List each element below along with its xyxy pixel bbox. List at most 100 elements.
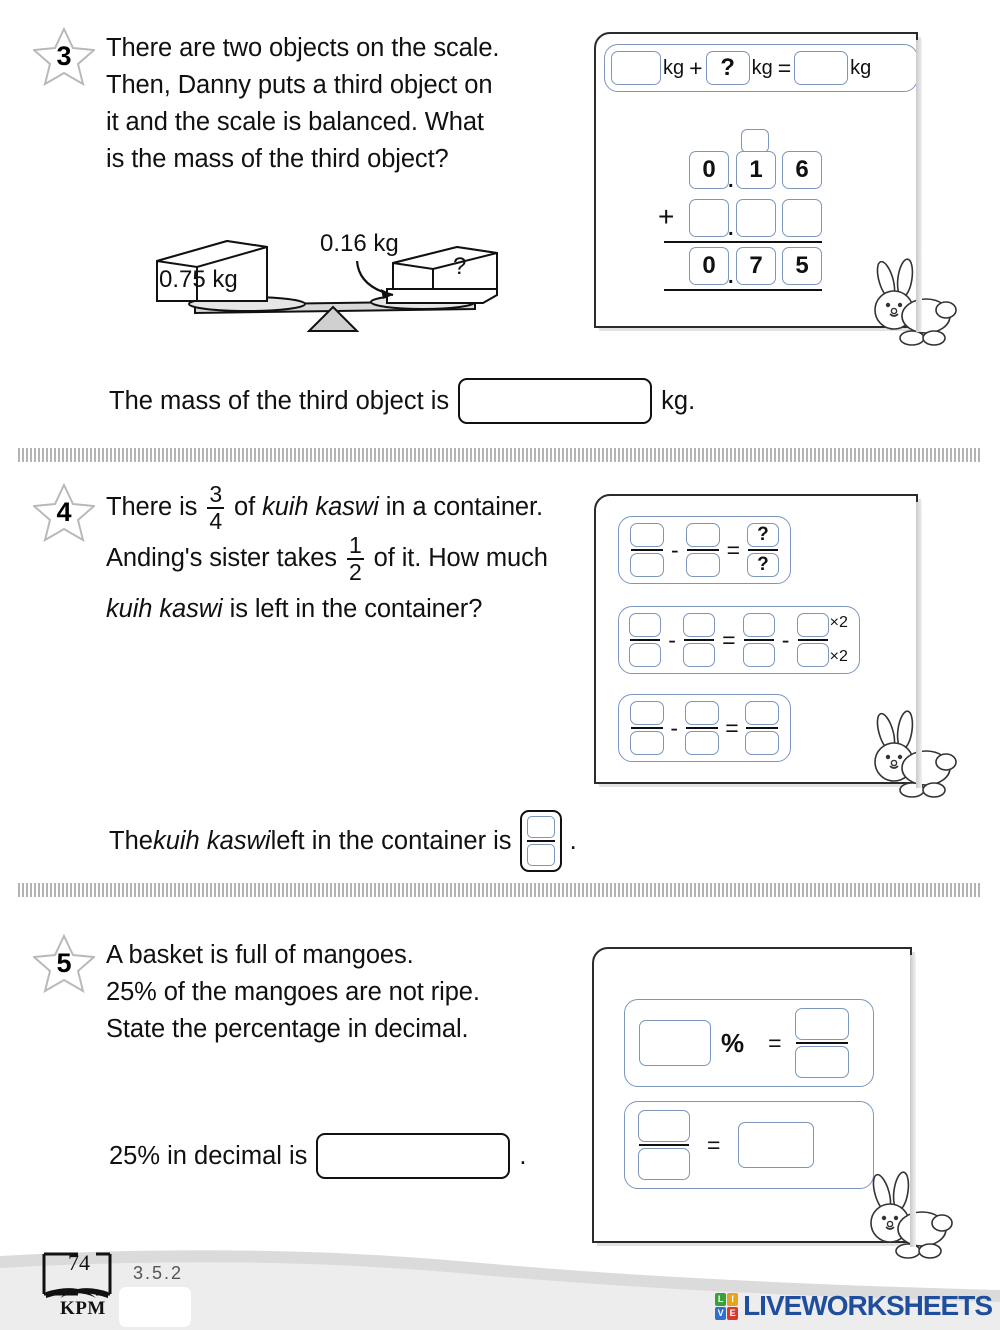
q4-r2-f1-denominator[interactable] [629,643,662,668]
q5-r1-numerator-input[interactable] [794,1007,849,1040]
question-4-answer-sentence: The kuih kaswi left in the container is … [109,810,577,873]
question-3-prompt-line-3: it and the scale is balanced. What [106,108,484,136]
q5-percent-sign: % [721,1027,745,1058]
q3-addend1-digit-tenths[interactable]: 1 [736,151,776,189]
q4-r1-result-numerator[interactable]: ? [746,522,779,547]
q3-addend1-digit-hundredths[interactable]: 6 [782,151,822,189]
q4-r3-result-numerator[interactable] [745,700,780,725]
question-5-answer-input[interactable] [316,1133,511,1179]
question-3-panel: kg + ? kg = kg 0 . 1 6 + . [594,32,957,346]
q4-r3-f1-denominator[interactable] [629,731,664,756]
q4-r2-multiplier-group: ×2 ×2 [830,614,848,666]
logo-square-e: E [727,1306,739,1320]
q4-r1-result-bar [747,548,778,552]
liveworksheets-logo-squares: L I V E [715,1292,739,1320]
q4-r3-f2-numerator[interactable] [684,700,719,725]
question-5-block: 5 A basket is full of mangoes. 25% of th… [0,905,1000,1259]
q4-answer-prefix-b: left in the container is [270,827,512,856]
q4-r1-result-denominator[interactable]: ? [746,553,779,578]
q3-eq-box-2[interactable]: ? [705,51,750,85]
q3-addend2-digit-ones[interactable] [689,199,729,237]
q4-r3-f2-denominator[interactable] [684,731,719,756]
q3-sum-digit-ones[interactable]: 0 [689,247,729,285]
liveworksheets-wordmark: LIVEWORKSHEETS [743,1290,993,1321]
q4-frac1-numerator: 3 [209,481,223,507]
q5-row1-capsule: % = [624,999,874,1087]
q3-addend2-digit-tenths[interactable] [736,199,776,237]
q4-r2-f1-bar [630,638,661,642]
q5-r2-numerator-input[interactable] [638,1109,690,1142]
q4-text-part-4: of it. How much [366,544,548,572]
q4-answer-numerator-input[interactable] [526,816,555,838]
q4-r2-f3-denominator[interactable] [742,643,775,668]
question-4-number: 4 [56,496,72,527]
q4-text-part-2: of [227,493,263,521]
q3-sum-digit-hundredths[interactable]: 5 [782,247,822,285]
q5-r2-fraction-bar [639,1143,689,1147]
q4-r1-f2-numerator[interactable] [685,522,720,547]
kpm-publisher-mark: 74 KPM [38,1248,158,1319]
q4-r1-fraction-2 [685,522,720,578]
question-5-answer-sentence: 25% in decimal is . [109,1133,527,1179]
q4-answer-fraction-bar [526,840,555,843]
section-divider-2 [18,883,980,897]
q5-r1-denominator-input[interactable] [794,1046,849,1079]
q4-r2-f2-numerator[interactable] [682,612,715,637]
q4-r3-operator-minus: - [670,714,679,741]
question-3-answer-input[interactable] [458,378,653,424]
q5-answer-prefix: 25% in decimal is [109,1142,308,1170]
q5-r1-fraction-bar [795,1041,848,1045]
q4-r2-f3-numerator[interactable] [742,612,775,637]
q4-r2-multiplier-top: ×2 [829,614,848,631]
q4-r2-f2-bar [683,638,714,642]
q5-percent-input[interactable] [639,1020,711,1066]
q4-r3-f1-numerator[interactable] [629,700,664,725]
question-3-answer-suffix: kg. [661,387,696,415]
q4-r3-operator-equals: = [725,714,739,741]
liveworksheets-logo[interactable]: L I V E LIVEWORKSHEETS [715,1290,993,1322]
q4-row3-capsule: - = [618,694,791,762]
q3-eq-box-1[interactable] [611,51,661,85]
q4-r1-f1-numerator[interactable] [629,522,664,547]
q3-eq-box-3[interactable] [794,51,849,85]
q4-r2-fraction-3 [742,612,775,668]
q3-sum-digit-tenths[interactable]: 7 [736,247,776,285]
question-3-prompt: There are two objects on the scale. Then… [106,30,576,178]
balance-scale-illustration: 0.75 kg 0.16 kg ? [135,203,535,333]
q4-r2-fraction-2 [682,612,715,668]
q4-r2-f1-numerator[interactable] [629,612,662,637]
q4-r2-f4-numerator[interactable] [796,612,829,637]
q4-r1-f2-denominator[interactable] [685,553,720,578]
section-divider-1 [18,448,980,462]
question-4-answer-fraction [519,810,562,873]
section-code-box[interactable] [118,1286,192,1328]
q4-row2-capsule: - = - [618,606,860,674]
q5-r2-denominator-input[interactable] [638,1148,690,1181]
question-5-prompt-line-1: A basket is full of mangoes. [106,941,414,969]
q3-addend2-digit-hundredths[interactable] [782,199,822,237]
q3-carry-box[interactable] [741,129,769,153]
q4-r3-f2-bar [685,726,718,730]
q4-r2-f2-denominator[interactable] [682,643,715,668]
q4-r2-fraction-1 [629,612,662,668]
question-5-number: 5 [56,947,72,978]
q4-answer-denominator-input[interactable] [526,844,555,867]
q4-r1-f1-denominator[interactable] [629,553,664,578]
q3-addition-rule-top [664,241,822,244]
q4-text-part-5: is left in the container? [222,595,483,623]
q4-r2-f4-denominator[interactable] [796,643,829,668]
q3-addend1-digit-ones[interactable]: 0 [689,151,729,189]
scale-callout-label: 0.16 kg [320,230,399,257]
q3-eq-operator-equals: = [777,54,792,81]
publisher-label: KPM [60,1298,106,1319]
question-3-prompt-line-2: Then, Danny puts a third object on [106,71,493,99]
q4-r1-f1-bar [630,548,663,552]
q5-decimal-result-input[interactable] [738,1122,815,1168]
q5-row2-capsule: = [624,1101,874,1189]
q4-r2-operator-equals: = [722,626,736,653]
q4-r3-result-denominator[interactable] [745,731,780,756]
q4-r1-operator-equals: = [726,536,740,563]
